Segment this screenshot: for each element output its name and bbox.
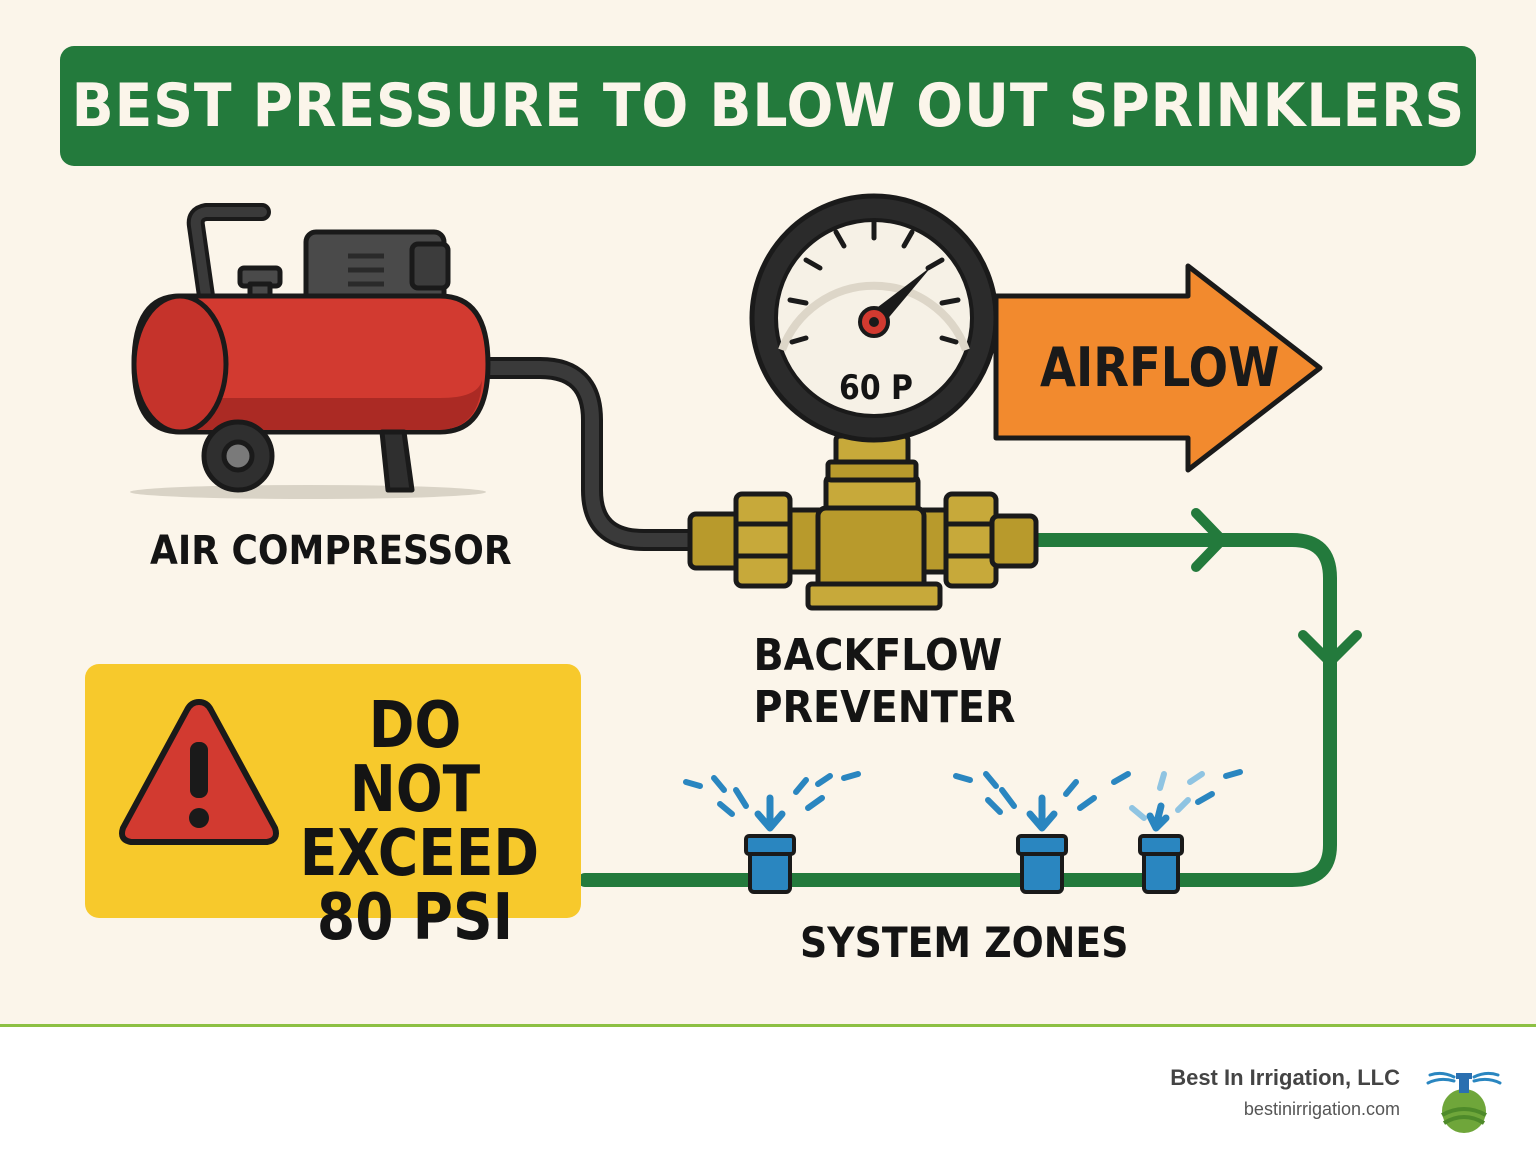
page-title: BEST PRESSURE TO BLOW OUT SPRINKLERS: [71, 71, 1465, 141]
green-pipe: [578, 533, 1337, 887]
airflow-label: AIRFLOW: [1040, 336, 1280, 399]
flow-arrow-right-icon: [1191, 508, 1227, 572]
zones-label: SYSTEM ZONES: [800, 918, 1129, 967]
backflow-label-line2: PREVENTER: [753, 682, 1016, 733]
air-hose: [469, 357, 711, 551]
warning-line1: DO NOT: [349, 689, 481, 827]
air-compressor-icon: [130, 203, 491, 499]
warning-text: DO NOT EXCEED 80 PSI: [299, 689, 540, 955]
airflow-arrow-icon: [993, 263, 1323, 473]
warning-line3: 80 PSI: [316, 881, 514, 955]
diagram-scene: [130, 193, 1362, 894]
warning-box: DO NOT EXCEED 80 PSI: [85, 664, 581, 950]
company-url[interactable]: bestinirrigation.com: [1243, 1099, 1400, 1119]
footer-divider: [0, 1024, 1536, 1027]
backflow-label-line1: BACKFLOW: [753, 630, 1003, 681]
sprinkler-head-icon: [683, 769, 1243, 894]
flow-arrow-down-icon: [1298, 630, 1362, 667]
company-name: Best In Irrigation, LLC: [1170, 1065, 1400, 1090]
compressor-label: AIR COMPRESSOR: [150, 528, 512, 574]
backflow-label: BACKFLOW PREVENTER: [753, 630, 1016, 734]
title-banner: BEST PRESSURE TO BLOW OUT SPRINKLERS: [60, 46, 1476, 166]
company-logo-icon: [1426, 1071, 1502, 1133]
footer: Best In Irrigation, LLC bestinirrigation…: [0, 1027, 1536, 1154]
backflow-valve-icon: [687, 433, 1039, 611]
pressure-gauge-icon: [749, 193, 999, 443]
gauge-reading: 60 P: [838, 368, 913, 408]
warning-line2: EXCEED: [299, 817, 540, 891]
warning-triangle-icon: [119, 699, 279, 845]
